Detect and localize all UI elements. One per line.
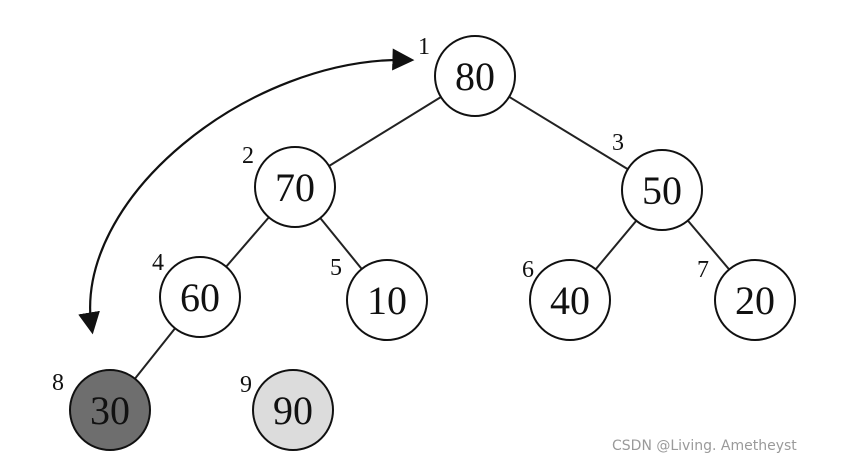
node-value: 20: [735, 278, 775, 323]
tree-node: 40 6: [522, 257, 611, 341]
node-circle: [159, 256, 241, 338]
node-circle: [69, 369, 151, 451]
tree-node: 90 9: [240, 369, 334, 451]
tree-node: 30 8: [52, 369, 151, 451]
node-circle: [714, 259, 796, 341]
node-index-label: 2: [242, 143, 254, 169]
node-index-label: 9: [240, 372, 252, 398]
node-circle: [252, 369, 334, 451]
node-value: 50: [642, 168, 682, 213]
node-circle: [621, 149, 703, 231]
tree-node: 60 4: [152, 250, 241, 338]
node-index-label: 7: [697, 257, 709, 283]
tree-node: 10 5: [330, 255, 428, 341]
tree-node: 80 1: [418, 34, 516, 117]
node-index-label: 4: [152, 250, 164, 276]
tree-node: 20 7: [697, 257, 796, 341]
tree-node: 70 2: [242, 143, 336, 228]
node-value: 80: [455, 54, 495, 99]
node-circle: [254, 146, 336, 228]
node-index-label: 6: [522, 257, 534, 283]
node-circle: [529, 259, 611, 341]
watermark: CSDN @Living. Ametheyst: [612, 438, 797, 454]
node-value: 90: [273, 388, 313, 433]
node-circle: [346, 259, 428, 341]
swap-arrow: [78, 48, 415, 335]
node-index-label: 8: [52, 370, 64, 396]
tree-nodes: 80 1 70 2 50 3 60 4 10 5 40 6 20 7 30 8 90 9: [52, 34, 796, 451]
node-index-label: 5: [330, 255, 342, 281]
tree-node: 50 3: [612, 130, 703, 231]
node-value: 70: [275, 165, 315, 210]
node-index-label: 1: [418, 34, 430, 60]
node-value: 60: [180, 275, 220, 320]
node-index-label: 3: [612, 130, 624, 156]
node-value: 40: [550, 278, 590, 323]
node-circle: [434, 35, 516, 117]
node-value: 10: [367, 278, 407, 323]
node-value: 30: [90, 388, 130, 433]
